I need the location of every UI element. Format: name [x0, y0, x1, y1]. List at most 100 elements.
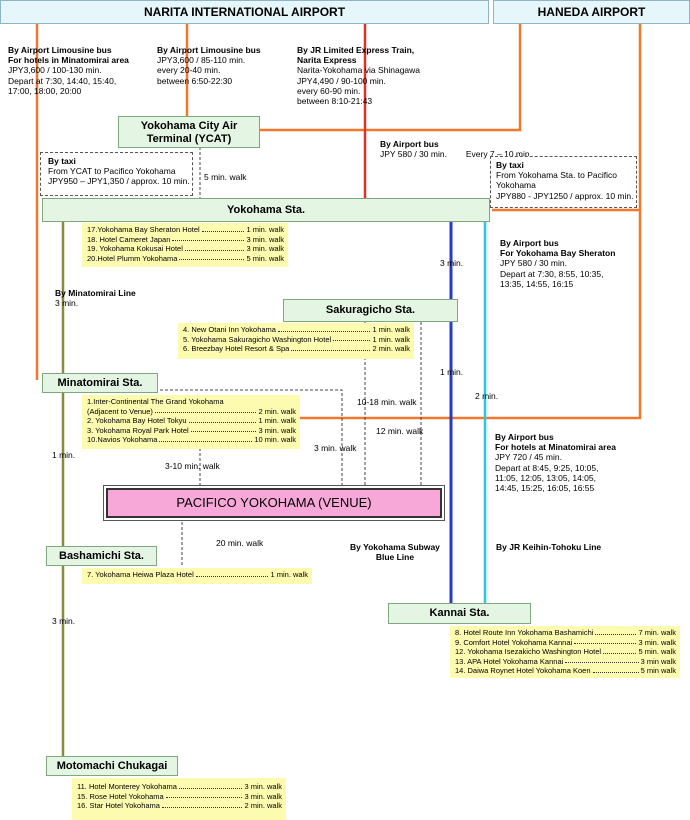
taxi-haneda-box: [490, 156, 637, 208]
hotel-name: 8. Hotel Route Inn Yokohama Bashamichi: [455, 628, 594, 637]
hotel-name: 20.Hotel Plumm Yokohama: [87, 253, 178, 263]
hotel-name: 9. Comfort Hotel Yokohama Kannai: [455, 637, 573, 647]
walk-time: 7 min. walk: [638, 628, 676, 637]
walk-time: 2 min. walk: [372, 344, 410, 354]
text-line: By Airport Limousine bus: [157, 45, 261, 55]
hotel-name: 15. Rose Hotel Yokohama: [77, 791, 164, 801]
walk-time: 2 min. walk: [244, 801, 282, 811]
kannai-station: Kannai Sta.: [388, 603, 531, 624]
text-line: 13:35, 14:55, 16:15: [500, 278, 574, 289]
text-line: By Airport bus: [500, 238, 559, 248]
leader-dots: [178, 782, 243, 789]
text-line: Narita-Yokohama via Shinagawa: [297, 65, 421, 76]
leader-dots: [195, 570, 269, 577]
text-line: From Yokohama Sta. to Pacifico: [496, 170, 617, 181]
hotel-name: (Adjacent to Venue): [87, 406, 153, 416]
leader-dots: [201, 225, 245, 232]
text-line: From YCAT to Pacifico Yokohama: [48, 166, 176, 177]
walk-time: 5 min. walk: [638, 647, 676, 657]
motomachi-chukagai-station: Motomachi Chukagai Sta.: [46, 756, 178, 790]
note-narita-express: By JR Limited Express Train,Narita Expre…: [297, 45, 472, 106]
hotel-row: 15. Rose Hotel Yokohama 3 min. walk: [77, 792, 282, 802]
text-line: Depart at 7:30, 8:55, 10:35,: [500, 268, 604, 279]
text-line: between 8:10-21:43: [297, 96, 373, 107]
hotel-name: 2. Yokohama Bay Hotel Tokyu: [87, 416, 187, 426]
text-line: By Yokohama Subway: [350, 542, 440, 552]
leader-dots: [277, 325, 371, 332]
text-line: By Airport Limousine bus: [8, 45, 112, 55]
text-line: By taxi: [496, 160, 524, 170]
label-keihin-2min: 2 min.: [475, 391, 499, 401]
text-line: JPY 580 / 30 min.: [380, 149, 447, 160]
note-haneda-bus-ycat: By Airport bus JPY 580 / 30 min. Every 7…: [380, 139, 560, 159]
leader-dots: [291, 344, 371, 351]
text-line: Blue Line: [375, 552, 415, 563]
text-line: By JR Limited Express Train,: [297, 45, 415, 55]
leader-dots: [165, 792, 243, 799]
walk-time: 1 min. walk: [372, 325, 410, 334]
hotel-name: 5. Yokohama Sakuragicho Washington Hotel: [183, 334, 332, 344]
leader-dots: [179, 254, 245, 261]
text-line: JPY 720 / 45 min.: [495, 452, 562, 463]
leader-dots: [184, 244, 245, 251]
leader-dots: [592, 666, 639, 673]
text-line: For hotels in Minatomirai area: [8, 55, 129, 66]
label-basha-3min: 3 min.: [52, 616, 76, 626]
text-line: By Minatomirai Line: [55, 288, 136, 298]
hotel-row: (Adjacent to Venue)2 min. walk: [87, 407, 296, 417]
label-walk-20: 20 min. walk: [216, 538, 264, 548]
leader-dots: [574, 638, 637, 645]
leader-dots: [188, 416, 257, 423]
hotel-name: 11. Hotel Monterey Yokohama: [77, 782, 177, 791]
text-line: every 60-90 min.: [297, 85, 361, 96]
hotel-row: 4. New Otani Inn Yokohama 1 min. walk: [183, 325, 410, 335]
leader-dots: [333, 335, 371, 342]
text-line: For hotels at Minatomirai area: [495, 442, 616, 453]
text-line: By Airport bus: [495, 432, 554, 442]
walk-time: 5 min. walk: [246, 253, 284, 263]
label-keihin-line: By JR Keihin-Tohoku Line: [496, 542, 602, 552]
text-line: JPY 580 / 30 min.: [500, 258, 567, 269]
hotels-minatomirai: 1.Inter-Continental The Grand Yokohama (…: [82, 395, 300, 449]
label-blue-3min: 3 min.: [440, 258, 464, 268]
label-blue-1min: 1 min.: [440, 367, 464, 377]
text-line: Depart at 8:45, 9:25, 10:05,: [495, 462, 599, 473]
hotel-name: 6. Breezbay Hotel Resort & Spa: [183, 344, 290, 354]
haneda-airport: HANEDA AIRPORT: [493, 0, 690, 24]
walk-time: 3 min. walk: [244, 791, 282, 801]
walk-time: 3 min. walk: [638, 637, 676, 647]
hotel-name: 7. Yokohama Heiwa Plaza Hotel: [87, 570, 194, 579]
hotel-name: 4. New Otani Inn Yokohama: [183, 325, 276, 334]
hotel-row: 9. Comfort Hotel Yokohama Kannai 3 min. w…: [455, 638, 676, 648]
walk-time: 3 min walk: [640, 656, 676, 666]
venue-pacifico-yokohama: PACIFICO YOKOHAMA (VENUE): [106, 488, 442, 518]
text-line: By Airport bus: [380, 139, 439, 149]
text-line: By taxi: [48, 156, 76, 166]
leader-dots: [595, 628, 637, 635]
walk-time: 3 min. walk: [246, 244, 284, 254]
hotel-row: 20.Hotel Plumm Yokohama 5 min. walk: [87, 254, 284, 264]
walk-time: 3 min. walk: [246, 234, 284, 244]
text-line: Narita Express: [297, 55, 357, 66]
hotel-name: 3. Yokohama Royal Park Hotel: [87, 425, 189, 435]
hotel-row: 5. Yokohama Sakuragicho Washington Hotel…: [183, 335, 410, 345]
walk-time: 5 min walk: [640, 666, 676, 676]
text-line: Every 7 – 10 min.: [465, 149, 532, 160]
hotel-row: 8. Hotel Route Inn Yokohama Bashamichi 7 …: [455, 628, 676, 638]
text-line: Terminal (YCAT): [146, 133, 232, 145]
